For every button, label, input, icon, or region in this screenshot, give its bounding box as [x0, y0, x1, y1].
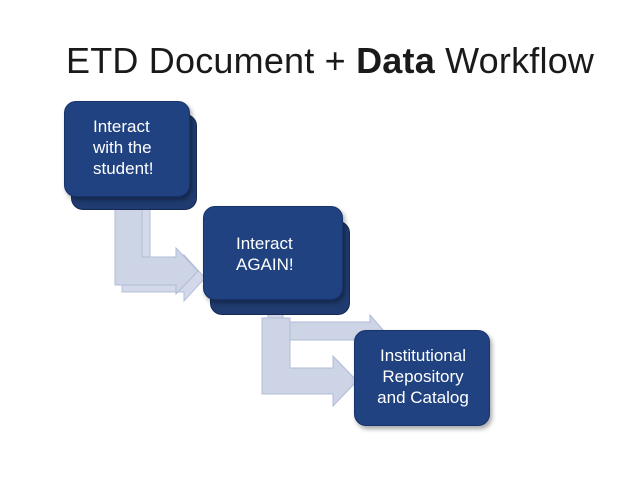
step-2-label: Interact AGAIN! [236, 234, 294, 274]
step-1-box [64, 101, 190, 197]
step-3-box [354, 330, 490, 426]
step-2-box [203, 206, 343, 300]
workflow-arrow-2 [261, 317, 358, 408]
step-1-label: Interact with the student! [93, 117, 154, 178]
title-suffix: Workflow [434, 40, 595, 81]
workflow-arrow-1 [114, 197, 199, 296]
step-3-label: Institutional Repository and Catalog [377, 346, 469, 407]
page-title: ETD Document + Data Workflow [66, 40, 594, 82]
title-prefix: ETD Document + [66, 40, 357, 81]
title-emphasis: Data [356, 40, 435, 81]
